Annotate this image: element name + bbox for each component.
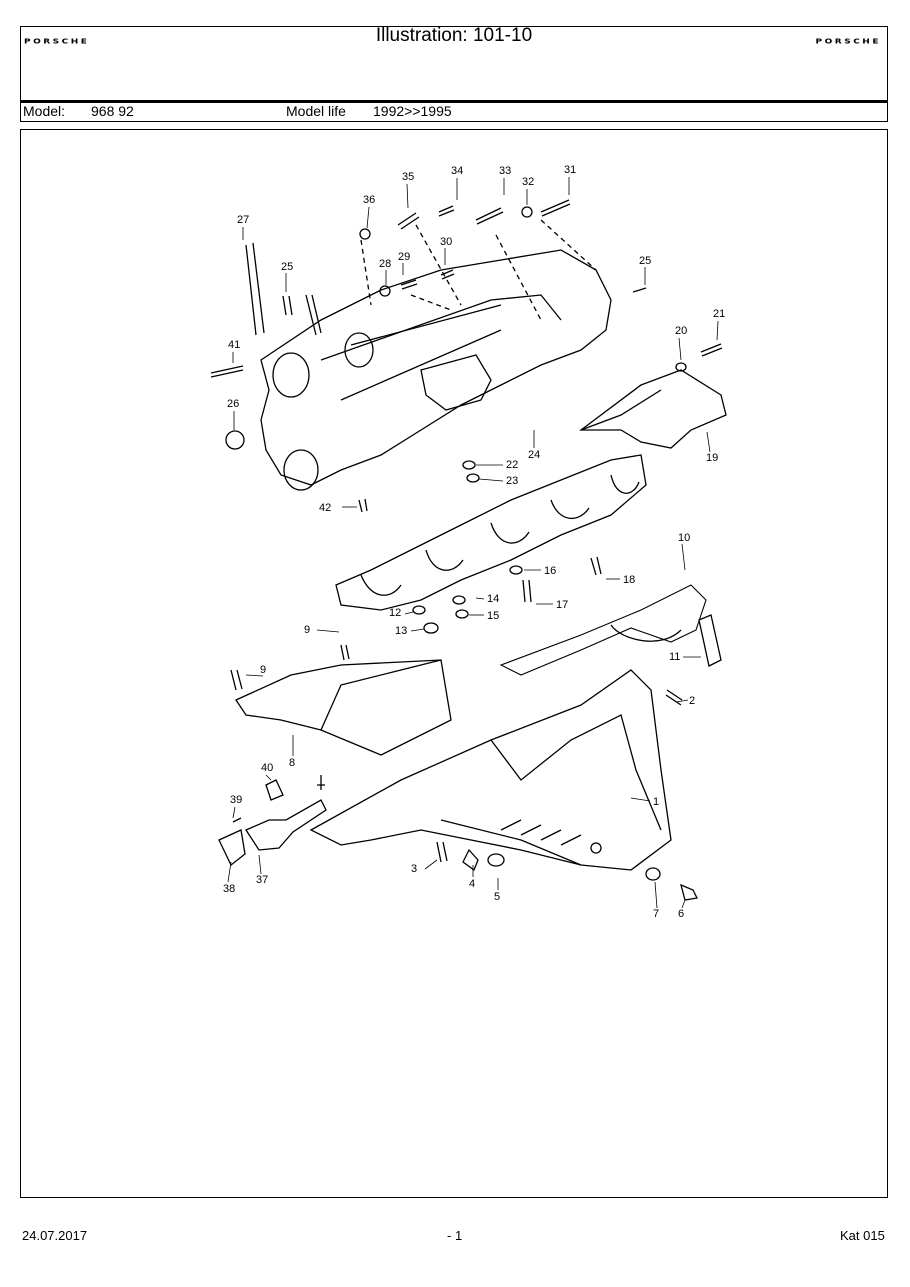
drawing-box: 1 2 3 4 5 6 7 8 9 9 10 11 12 13 14 15 16… — [20, 129, 888, 1198]
callout-label: 9 — [304, 624, 310, 636]
callout-label: 13 — [395, 625, 407, 637]
callout-label: 7 — [653, 908, 659, 920]
callout-label: 14 — [487, 593, 499, 605]
callout-label: 38 — [223, 883, 235, 895]
callout-label: 30 — [440, 236, 452, 248]
footer-page-number: - 1 — [447, 1228, 463, 1243]
callout-label: 35 — [402, 171, 414, 183]
callout-label: 16 — [544, 565, 556, 577]
callout-label: 32 — [522, 176, 534, 188]
header-divider — [21, 100, 887, 103]
callout-label: 36 — [363, 194, 375, 206]
callout-label: 4 — [469, 878, 475, 890]
callout-label: 34 — [451, 165, 463, 177]
callout-label: 23 — [506, 475, 518, 487]
callout-label: 27 — [237, 214, 249, 226]
model-life-value: 1992>>1995 — [373, 103, 452, 119]
callout-label: 18 — [623, 574, 635, 586]
callout-label: 2 — [689, 695, 695, 707]
callout-label: 20 — [675, 325, 687, 337]
callout-label: 6 — [678, 908, 684, 920]
callout-label: 26 — [227, 398, 239, 410]
model-life-label: Model life — [286, 103, 346, 119]
callout-label: 9 — [260, 664, 266, 676]
callout-label: 12 — [389, 607, 401, 619]
callout-label: 21 — [713, 308, 725, 320]
exploded-parts-drawing: 1 2 3 4 5 6 7 8 9 9 10 11 12 13 14 15 16… — [210, 164, 727, 920]
footer-catalog: Kat 015 — [840, 1228, 885, 1243]
porsche-logo-right: PORSCHE — [815, 38, 881, 46]
callout-label: 22 — [506, 459, 518, 471]
model-label: Model: — [23, 103, 66, 119]
callout-label: 15 — [487, 610, 499, 622]
callout-label: 31 — [564, 164, 576, 176]
callout-label: 29 — [398, 251, 410, 263]
callout-label: 17 — [556, 599, 568, 611]
footer-date: 24.07.2017 — [22, 1228, 88, 1243]
callout-label: 39 — [230, 794, 242, 806]
model-row: Model: 968 92 Model life 1992>>1995 — [21, 103, 887, 121]
callout-leader-lines — [227, 177, 719, 909]
callout-label: 25 — [281, 261, 293, 273]
callout-label: 40 — [261, 762, 273, 774]
callout-label: 1 — [653, 796, 659, 808]
callout-label: 3 — [411, 863, 417, 875]
callout-label: 5 — [494, 891, 500, 903]
callout-label: 11 — [669, 651, 680, 663]
callout-label: 33 — [499, 165, 511, 177]
callout-label: 28 — [379, 258, 391, 270]
callout-label: 42 — [319, 502, 331, 514]
illustration-title: Illustration: 101-10 — [375, 25, 533, 46]
callout-label: 25 — [639, 255, 651, 267]
porsche-logo-left: PORSCHE — [24, 38, 90, 46]
header-box: PORSCHE Illustration: 101-10 PORSCHE Mod… — [20, 25, 888, 122]
callout-label: 10 — [678, 532, 690, 544]
callout-label: 41 — [228, 339, 240, 351]
callout-label: 37 — [256, 874, 268, 886]
callout-label: 8 — [289, 757, 295, 769]
callout-label: 19 — [706, 452, 718, 464]
model-value: 968 92 — [91, 103, 134, 119]
callout-labels: 1 2 3 4 5 6 7 8 9 9 10 11 12 13 14 15 16… — [223, 164, 725, 920]
callout-label: 24 — [528, 449, 540, 461]
engine-parts-linework — [210, 199, 727, 901]
